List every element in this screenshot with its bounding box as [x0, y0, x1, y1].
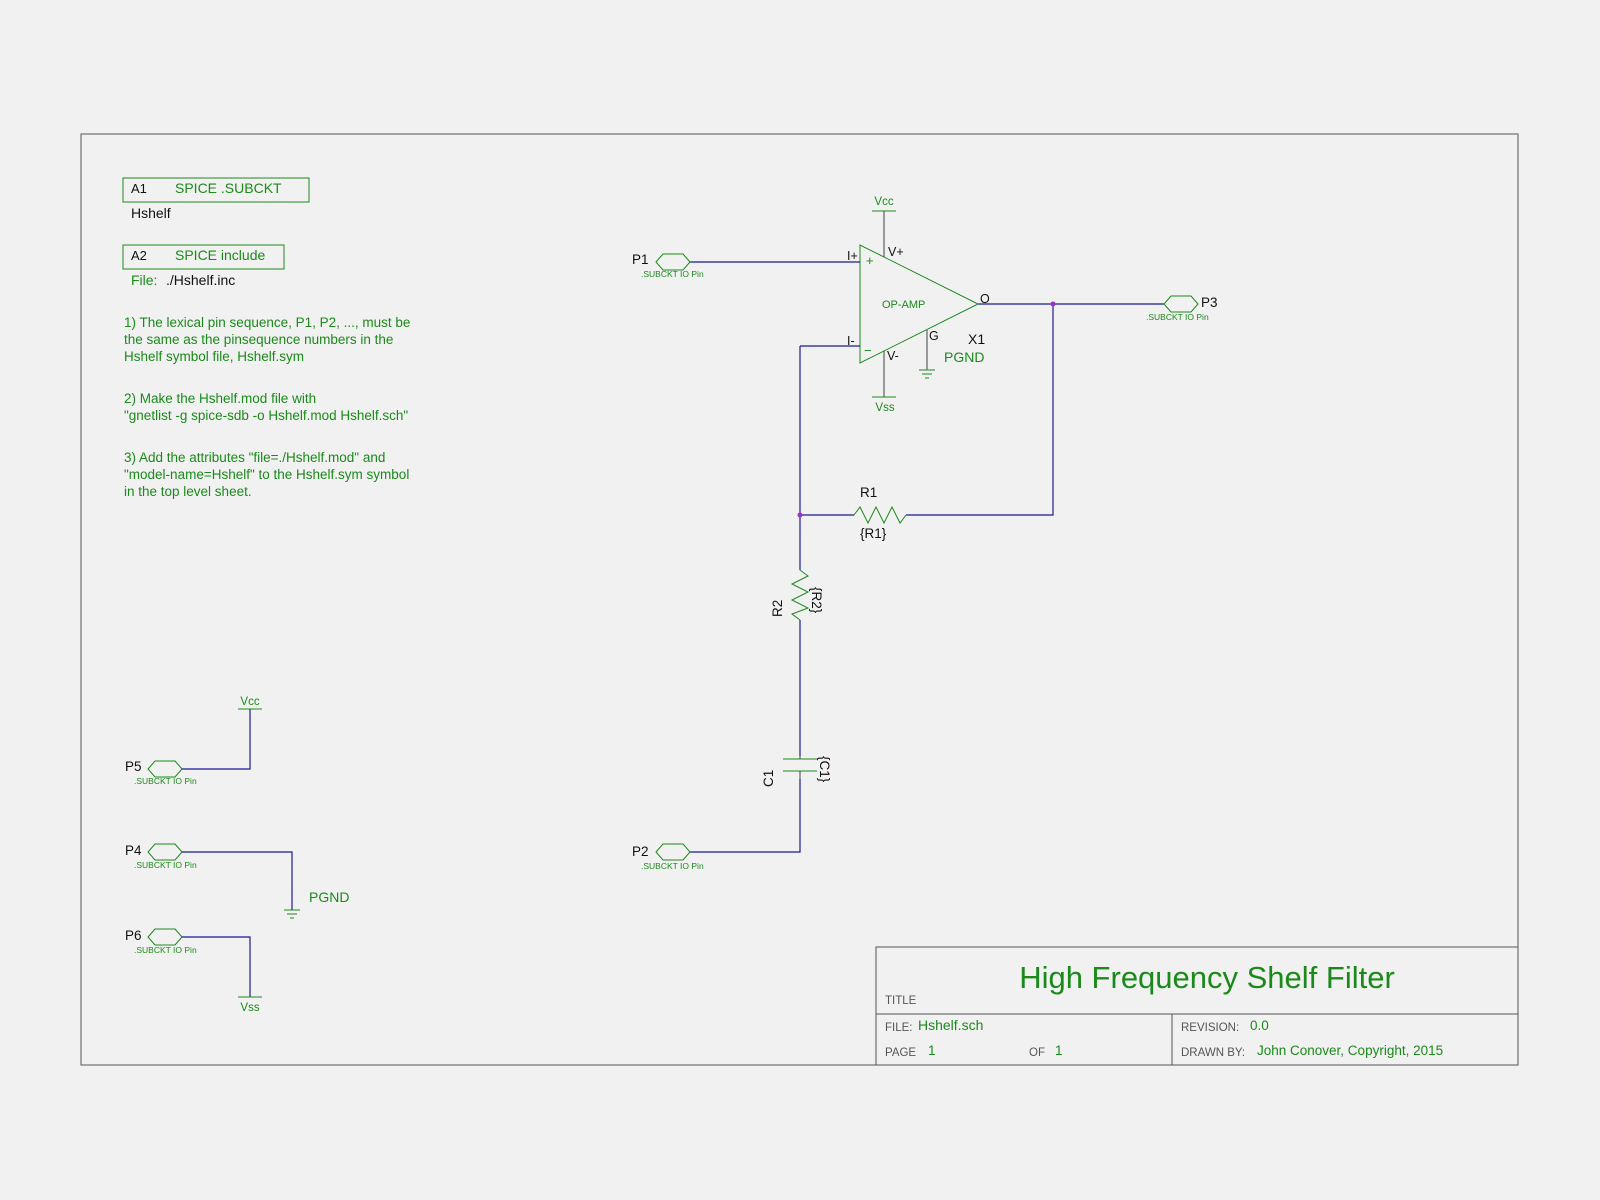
- opamp-pin-out: O: [980, 292, 990, 306]
- pin-p3-caption: .SUBCKT IO Pin: [1146, 312, 1209, 322]
- attribute-a2[interactable]: A2 SPICE include File: ./Hshelf.inc: [122, 244, 285, 288]
- net-pgnd-p4: PGND: [309, 889, 349, 905]
- ground-icon: [919, 369, 935, 379]
- note-line: in the top level sheet.: [124, 484, 252, 499]
- opamp-plus-sign: +: [866, 253, 874, 268]
- io-pin-p2[interactable]: P2 .SUBCKT IO Pin: [632, 843, 704, 871]
- notes-block: 1) The lexical pin sequence, P1, P2, ...…: [124, 315, 410, 499]
- io-pin-p4[interactable]: P4 .SUBCKT IO Pin PGND: [125, 843, 349, 919]
- r1-ref: R1: [860, 485, 877, 500]
- opamp-pin-in-minus: I-: [847, 334, 855, 348]
- attribute-a1[interactable]: A1 SPICE .SUBCKT Hshelf: [122, 177, 310, 221]
- opamp-label: OP-AMP: [882, 299, 925, 311]
- net-vss-opamp: Vss: [875, 402, 894, 414]
- pin-p4-caption: .SUBCKT IO Pin: [134, 860, 197, 870]
- junction-dot: [1050, 301, 1056, 307]
- note-line: "model-name=Hshelf" to the Hshelf.sym sy…: [124, 467, 409, 482]
- pin-p3-label: P3: [1201, 295, 1218, 310]
- title-block: TITLE High Frequency Shelf Filter FILE: …: [875, 946, 1519, 1066]
- r2-value: {R2}: [809, 587, 824, 614]
- opamp-pin-vminus: V-: [887, 349, 899, 363]
- revision-value: 0.0: [1250, 1018, 1269, 1033]
- opamp-minus-sign: −: [864, 343, 872, 358]
- c1-ref: C1: [761, 770, 776, 787]
- io-pin-p3[interactable]: P3 .SUBCKT IO Pin: [1146, 295, 1218, 322]
- pin-p1-caption: .SUBCKT IO Pin: [641, 269, 704, 279]
- attribute-a2-file-value: ./Hshelf.inc: [166, 272, 235, 288]
- attribute-a1-value: Hshelf: [131, 205, 171, 221]
- c1-value: {C1}: [817, 756, 832, 783]
- drawn-by-label: DRAWN BY:: [1181, 1047, 1245, 1059]
- page-label: PAGE: [885, 1047, 916, 1059]
- opamp-pin-vplus: V+: [888, 245, 904, 259]
- io-pin-p1[interactable]: P1 .SUBCKT IO Pin: [632, 252, 704, 279]
- net-vcc-opamp: Vcc: [874, 196, 893, 208]
- attribute-a2-file-label: File:: [131, 272, 157, 288]
- pin-p2-label: P2: [632, 844, 649, 859]
- pin-p4-label: P4: [125, 843, 142, 858]
- pin-p6-caption: .SUBCKT IO Pin: [134, 945, 197, 955]
- attribute-a2-label: SPICE include: [175, 247, 265, 263]
- note-line: the same as the pinsequence numbers in t…: [124, 332, 393, 347]
- io-pin-p5[interactable]: P5 .SUBCKT IO Pin Vcc: [125, 696, 262, 786]
- r2-ref: R2: [770, 600, 785, 617]
- opamp-x1[interactable]: + − OP-AMP I+ I- V+ V- O G X1 Vcc Vss PG…: [847, 196, 990, 414]
- capacitor-c1[interactable]: C1 {C1}: [761, 756, 832, 787]
- title-label: TITLE: [885, 995, 917, 1007]
- drawn-by-value: John Conover, Copyright, 2015: [1257, 1043, 1443, 1058]
- opamp-ground-net: PGND: [944, 349, 984, 365]
- wires-main: [690, 261, 1164, 853]
- of-value: 1: [1055, 1043, 1063, 1058]
- note-line: 2) Make the Hshelf.mod file with: [124, 391, 316, 406]
- pin-p5-label: P5: [125, 759, 142, 774]
- note-line: Hshelf symbol file, Hshelf.sym: [124, 349, 304, 364]
- opamp-pin-g: G: [929, 329, 939, 343]
- file-label: FILE:: [885, 1022, 912, 1034]
- note-line: 3) Add the attributes "file=./Hshelf.mod…: [124, 450, 385, 465]
- file-value: Hshelf.sch: [918, 1017, 983, 1033]
- junction-dot: [797, 512, 803, 518]
- revision-label: REVISION:: [1181, 1022, 1239, 1034]
- attribute-a2-ref: A2: [131, 248, 147, 263]
- resistor-r2[interactable]: R2 {R2}: [770, 569, 824, 621]
- page-value: 1: [928, 1043, 936, 1058]
- net-vcc-p5: Vcc: [240, 696, 259, 708]
- resistor-r1[interactable]: R1 {R1}: [853, 485, 907, 541]
- of-label: OF: [1029, 1047, 1045, 1059]
- io-pin-p6[interactable]: P6 .SUBCKT IO Pin Vss: [125, 928, 262, 1014]
- r1-value: {R1}: [860, 526, 887, 541]
- pin-p1-label: P1: [632, 252, 649, 267]
- note-line: 1) The lexical pin sequence, P1, P2, ...…: [124, 315, 410, 330]
- note-line: "gnetlist -g spice-sdb -o Hshelf.mod Hsh…: [124, 408, 408, 423]
- pin-p5-caption: .SUBCKT IO Pin: [134, 776, 197, 786]
- pin-p6-label: P6: [125, 928, 142, 943]
- opamp-ref: X1: [968, 331, 985, 347]
- attribute-a1-ref: A1: [131, 181, 147, 196]
- ground-icon: [284, 909, 300, 919]
- pin-p2-caption: .SUBCKT IO Pin: [641, 861, 704, 871]
- net-vss-p6: Vss: [240, 1002, 259, 1014]
- drawing-title: High Frequency Shelf Filter: [1019, 960, 1395, 995]
- sheet-border: [80, 133, 1519, 1066]
- attribute-a1-label: SPICE .SUBCKT: [175, 180, 282, 196]
- opamp-pin-in-plus: I+: [847, 249, 858, 263]
